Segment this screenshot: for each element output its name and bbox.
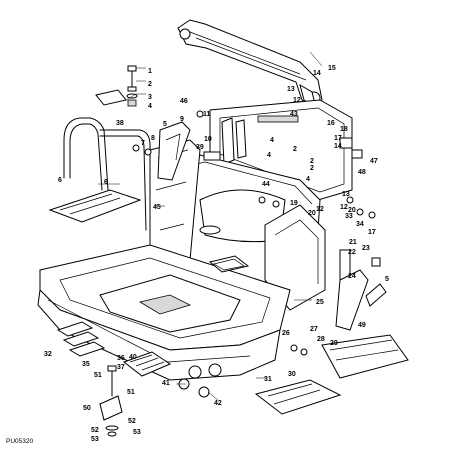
callout-6b: 6 [58, 177, 62, 184]
callout-2d: 2 [310, 158, 314, 165]
callout-6: 6 [104, 179, 108, 186]
callout-38: 38 [116, 120, 124, 127]
callout-17: 17 [368, 229, 376, 236]
callout-19: 19 [290, 200, 298, 207]
callout-35: 35 [82, 361, 90, 368]
callout-26: 26 [282, 330, 290, 337]
callout-50: 50 [83, 405, 91, 412]
roll-bar [63, 117, 153, 231]
callout-20: 20 [308, 210, 316, 217]
callout-24: 24 [348, 273, 356, 280]
callout-13b: 13 [287, 86, 295, 93]
callout-52b: 52 [91, 427, 99, 434]
callout-11: 11 [203, 111, 211, 118]
callout-29: 29 [330, 340, 338, 347]
callout-13: 13 [342, 191, 350, 198]
right-hardware [335, 137, 387, 331]
bolt-stack-1-4 [95, 65, 138, 107]
seat-back-panel [209, 99, 353, 201]
callout-33: 33 [345, 213, 353, 220]
callout-48: 48 [358, 169, 366, 176]
callout-44: 44 [262, 181, 270, 188]
callout-5b: 5 [385, 276, 389, 283]
callout-12: 12 [340, 204, 348, 211]
step-plate [122, 351, 172, 377]
callout-47: 47 [370, 158, 378, 165]
callout-20b: 20 [348, 207, 356, 214]
callout-17b: 17 [334, 135, 342, 142]
callout-12b: 12 [293, 97, 301, 104]
callout-22: 22 [348, 249, 356, 256]
callout-43: 43 [290, 111, 298, 118]
figure-id: PU05320 [6, 438, 33, 445]
callout-4d: 4 [306, 176, 310, 183]
callout-18: 18 [340, 126, 348, 133]
callout-37: 37 [117, 364, 125, 371]
callout-51: 51 [94, 372, 102, 379]
callout-31: 31 [264, 376, 272, 383]
callout-10: 10 [204, 136, 212, 143]
callout-15: 15 [328, 65, 336, 72]
callout-27: 27 [310, 326, 318, 333]
callout-45: 45 [153, 204, 161, 211]
callout-23: 23 [362, 245, 370, 252]
callout-5: 5 [163, 121, 167, 128]
callout-3: 3 [148, 94, 152, 101]
callout-36: 36 [117, 355, 125, 362]
callout-14b: 14 [334, 143, 342, 150]
callout-14: 14 [313, 70, 321, 77]
top-rail [177, 19, 323, 110]
callout-8: 8 [151, 135, 155, 142]
callout-4b: 4 [270, 137, 274, 144]
callout-2c: 2 [310, 165, 314, 172]
skid-strips [56, 321, 106, 357]
callout-30: 30 [288, 371, 296, 378]
callout-labels: 1 2 3 4 46 5 9 11 43 38 8 7 10 39 6 45 4… [6, 65, 389, 445]
callout-9: 9 [180, 116, 184, 123]
floor-mat-right [321, 334, 409, 379]
callout-53b: 53 [91, 436, 99, 443]
callout-16: 16 [327, 120, 335, 127]
callout-4c: 4 [267, 152, 271, 159]
bracket-assembly [99, 365, 123, 437]
callout-2: 2 [148, 81, 152, 88]
callout-39: 39 [196, 144, 204, 151]
callout-12c: 12 [316, 206, 324, 213]
callout-34: 34 [356, 221, 364, 228]
seat-support-left [157, 121, 191, 181]
callout-49: 49 [358, 322, 366, 329]
callout-1: 1 [148, 68, 152, 75]
callout-40: 40 [129, 354, 137, 361]
callout-53: 53 [133, 429, 141, 436]
callout-28: 28 [317, 336, 325, 343]
callout-51b: 51 [127, 389, 135, 396]
callout-46: 46 [180, 98, 188, 105]
callout-41: 41 [162, 380, 170, 387]
callout-25: 25 [316, 299, 324, 306]
callout-52: 52 [128, 418, 136, 425]
callout-32: 32 [44, 351, 52, 358]
callout-42: 42 [214, 400, 222, 407]
callout-21: 21 [349, 239, 357, 246]
leader-lines [98, 51, 323, 401]
callout-2b: 2 [293, 146, 297, 153]
callout-4: 4 [148, 103, 152, 110]
callout-7: 7 [141, 140, 145, 147]
